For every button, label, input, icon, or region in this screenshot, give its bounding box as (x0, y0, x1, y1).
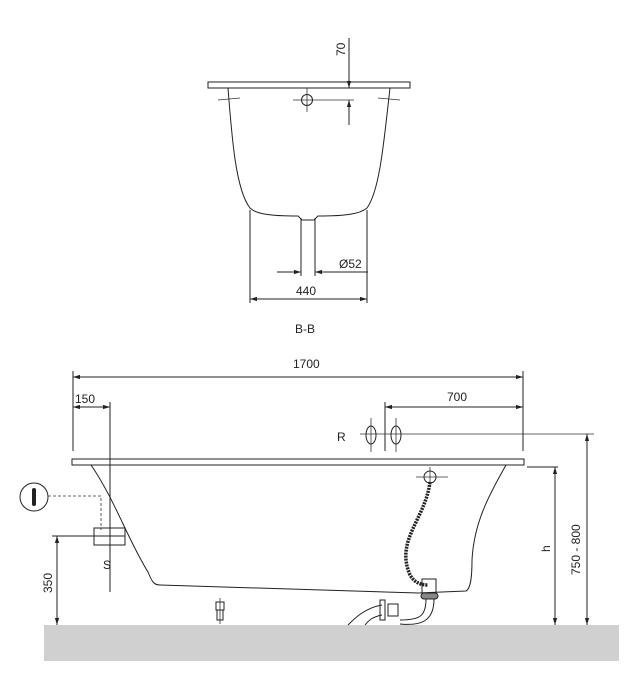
dim-overflow-depth: 70 (334, 42, 348, 56)
drain-trap (399, 598, 435, 625)
dim-s-offset: 150 (75, 392, 95, 406)
overflow-hose (404, 481, 432, 587)
dim-drain-diameter: Ø52 (339, 257, 362, 271)
control-knob-icon (19, 482, 49, 512)
dim-bottom-width: 440 (296, 284, 316, 298)
section-view: 70 Ø52 440 B-B (207, 38, 411, 336)
dim-s-height: 350 (41, 573, 55, 593)
dim-r-offset: 700 (447, 390, 467, 404)
section-label: B-B (295, 322, 315, 336)
section-bowl (227, 87, 391, 221)
label-s: S (103, 558, 111, 572)
tub-rim (71, 458, 525, 466)
side-view: 1700 150 700 R (19, 357, 619, 661)
tub-body (90, 464, 507, 594)
floor (44, 625, 619, 661)
dim-total-height: 750 - 800 (569, 524, 583, 575)
label-r: R (337, 430, 346, 444)
dim-length: 1700 (293, 357, 320, 371)
section-rim (207, 81, 411, 89)
dim-h: h (539, 545, 553, 552)
